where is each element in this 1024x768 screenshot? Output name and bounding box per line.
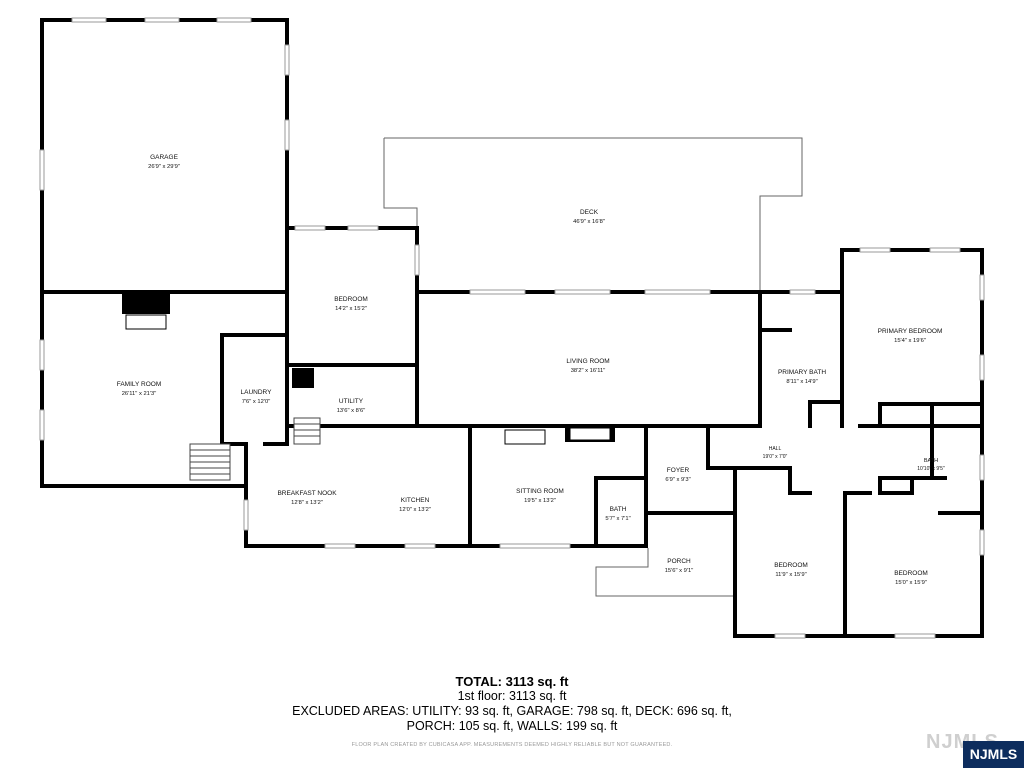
stairs-utility (293, 417, 321, 445)
bath-east-dim: 10'10" x 9'5" (917, 466, 945, 472)
porch-label: PORCH (667, 558, 691, 565)
kitchen-label: KITCHEN (401, 497, 430, 504)
room-labels: GARAGE 26'9" x 29'9" DECK 46'9" x 16'8" … (117, 154, 945, 586)
family-room-dim: 26'11" x 21'3" (122, 391, 157, 397)
utility-dim: 13'6" x 8'6" (337, 408, 366, 414)
utility-block (292, 368, 314, 388)
bedroom-middle-label: BEDROOM (774, 562, 808, 569)
fireplace-sitting-room (504, 426, 615, 445)
primary-bedroom-dim: 15'4" x 19'6" (894, 338, 926, 344)
living-room-dim: 38'2" x 16'11" (571, 368, 606, 374)
njmls-logo: NJMLS (963, 741, 1024, 768)
kitchen-dim: 12'0" x 13'2" (399, 507, 431, 513)
garage-label: GARAGE (150, 154, 178, 161)
hall-label: HALL (769, 446, 782, 452)
porch-outline (595, 548, 735, 597)
family-room-label: FAMILY ROOM (117, 381, 162, 388)
sitting-room-label: SITTING ROOM (516, 488, 564, 495)
living-room-label: LIVING ROOM (566, 358, 609, 365)
utility-label: UTILITY (339, 398, 364, 405)
deck-dim: 46'9" x 16'8" (573, 219, 605, 225)
porch-dim: 15'6" x 9'1" (665, 568, 694, 574)
fireplace-family-room (122, 292, 170, 330)
deck-label: DECK (580, 209, 599, 216)
foyer-dim: 6'9" x 9'3" (665, 477, 690, 483)
primary-bedroom-label: PRIMARY BEDROOM (878, 328, 943, 335)
garage-dim: 26'9" x 29'9" (148, 164, 180, 170)
area-summary: TOTAL: 3113 sq. ft 1st floor: 3113 sq. f… (0, 674, 1024, 734)
disclaimer: FLOOR PLAN CREATED BY CUBICASA APP. MEAS… (351, 742, 673, 748)
bath-small-label: BATH (610, 506, 627, 513)
hall-dim: 19'0" x 7'0" (763, 454, 788, 460)
sitting-room-dim: 19'5" x 13'2" (524, 498, 556, 504)
stairs (189, 443, 231, 481)
floor-plan: GARAGE 26'9" x 29'9" DECK 46'9" x 16'8" … (39, 17, 985, 639)
bedroom-north-dim: 14'2" x 15'2" (335, 306, 367, 312)
breakfast-nook-label: BREAKFAST NOOK (277, 490, 337, 497)
foyer-label: FOYER (667, 467, 690, 474)
primary-bath-label: PRIMARY BATH (778, 369, 826, 376)
bedroom-east-label: BEDROOM (894, 570, 928, 577)
primary-bath-dim: 8'11" x 14'9" (786, 379, 817, 385)
bedroom-middle-dim: 11'9" x 15'9" (775, 572, 806, 578)
laundry-label: LAUNDRY (241, 389, 273, 396)
windows (39, 17, 985, 639)
laundry-dim: 7'6" x 12'0" (242, 399, 271, 405)
total-area: TOTAL: 3113 sq. ft (455, 674, 569, 689)
excluded-areas-line-1: EXCLUDED AREAS: UTILITY: 93 sq. ft, GARA… (292, 704, 732, 718)
bedroom-east-dim: 15'0" x 15'9" (895, 580, 927, 586)
deck-outline (383, 137, 803, 292)
bath-small-dim: 5'7" x 7'1" (605, 516, 630, 522)
bedroom-north-label: BEDROOM (334, 296, 368, 303)
breakfast-nook-dim: 12'8" x 13'2" (291, 500, 323, 506)
excluded-areas-line-2: PORCH: 105 sq. ft, WALLS: 199 sq. ft (406, 719, 618, 733)
floor-area: 1st floor: 3113 sq. ft (457, 689, 567, 703)
bath-east-label: BATH (924, 458, 938, 464)
